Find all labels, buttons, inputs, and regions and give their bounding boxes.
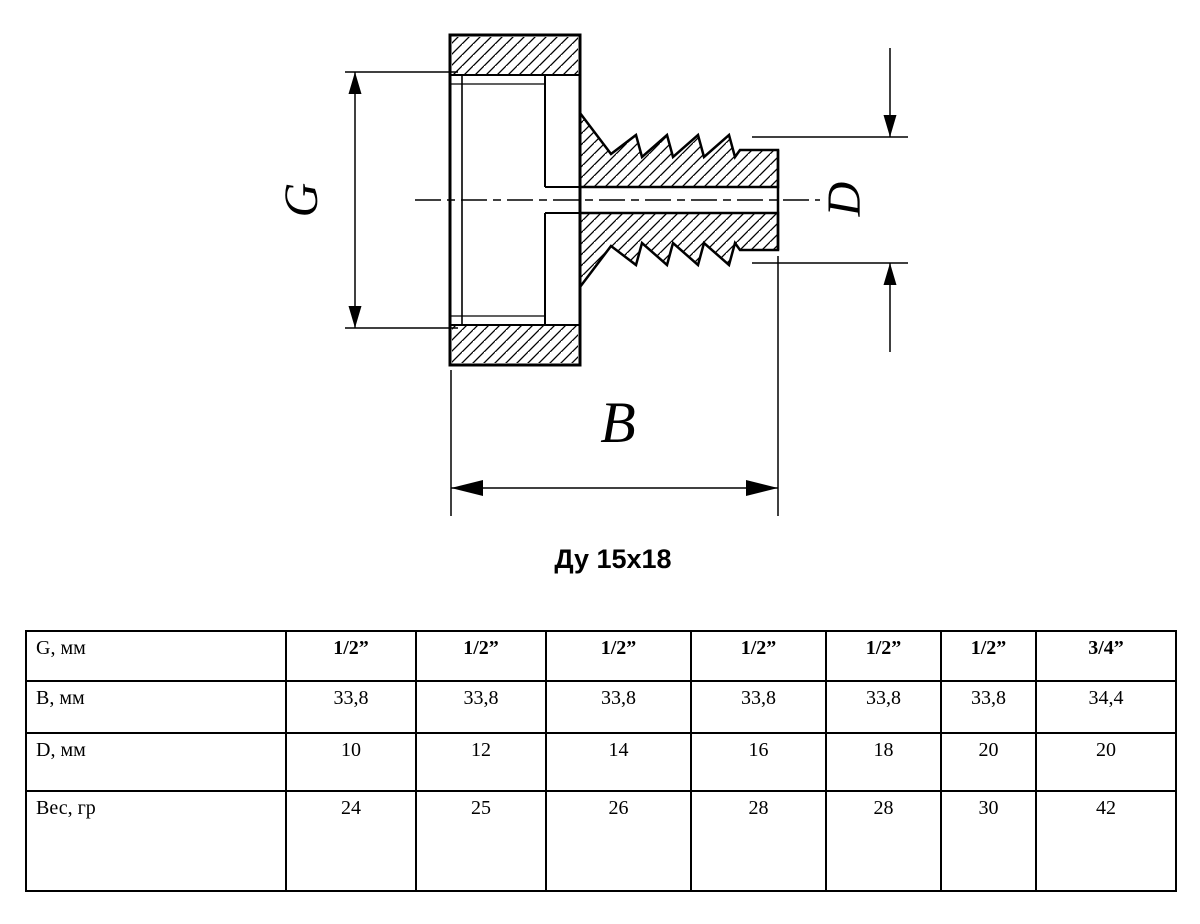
arrowhead: [883, 115, 897, 137]
table-row-g: G, мм 1/2” 1/2” 1/2” 1/2” 1/2” 1/2” 3/4”: [25, 630, 1177, 682]
hatch-top-band: [452, 37, 578, 74]
cell-w-3: 26: [545, 790, 692, 892]
cell-w-7: 42: [1035, 790, 1177, 892]
cell-w-1: 24: [285, 790, 417, 892]
barb-spigot: [545, 109, 780, 291]
cell-w-2: 25: [415, 790, 547, 892]
technical-drawing: G D B Ду 15x18: [275, 33, 908, 574]
cell-b-7: 34,4: [1035, 680, 1177, 734]
arrowhead: [451, 480, 483, 496]
hatch-bottom-band: [452, 326, 578, 363]
cell-b-2: 33,8: [415, 680, 547, 734]
row-label-weight: Вес, гр: [25, 790, 287, 892]
cell-d-2: 12: [415, 732, 547, 792]
cell-b-5: 33,8: [825, 680, 942, 734]
spigot-top-wall: [578, 109, 780, 189]
table-row-weight: Вес, гр 24 25 26 28 28 30 42: [25, 790, 1177, 892]
cell-w-6: 30: [940, 790, 1037, 892]
dimension-d: [752, 48, 908, 352]
cell-g-6: 1/2”: [940, 630, 1037, 682]
cell-d-7: 20: [1035, 732, 1177, 792]
cell-g-2: 1/2”: [415, 630, 547, 682]
dim-label-b: B: [600, 390, 635, 455]
arrowhead: [348, 306, 362, 328]
row-label-d: D, мм: [25, 732, 287, 792]
cell-d-4: 16: [690, 732, 827, 792]
spec-table: G, мм 1/2” 1/2” 1/2” 1/2” 1/2” 1/2” 3/4”…: [25, 630, 1177, 892]
cell-d-1: 10: [285, 732, 417, 792]
cell-w-5: 28: [825, 790, 942, 892]
cell-d-3: 14: [545, 732, 692, 792]
table-row-d: D, мм 10 12 14 16 18 20 20: [25, 732, 1177, 792]
cell-d-5: 18: [825, 732, 942, 792]
cell-g-4: 1/2”: [690, 630, 827, 682]
dim-label-g: G: [275, 183, 328, 218]
cell-b-4: 33,8: [690, 680, 827, 734]
arrowhead: [746, 480, 778, 496]
arrowhead: [883, 263, 897, 285]
table-row-b: B, мм 33,8 33,8 33,8 33,8 33,8 33,8 34,4: [25, 680, 1177, 734]
cell-g-7: 3/4”: [1035, 630, 1177, 682]
cell-b-1: 33,8: [285, 680, 417, 734]
dim-label-d: D: [818, 182, 871, 218]
drawing-caption: Ду 15x18: [554, 544, 671, 574]
row-label-g: G, мм: [25, 630, 287, 682]
cell-w-4: 28: [690, 790, 827, 892]
cell-b-6: 33,8: [940, 680, 1037, 734]
row-label-b: B, мм: [25, 680, 287, 734]
cell-g-3: 1/2”: [545, 630, 692, 682]
cell-g-1: 1/2”: [285, 630, 417, 682]
cell-d-6: 20: [940, 732, 1037, 792]
cap-body: [448, 33, 582, 367]
arrowhead: [348, 72, 362, 94]
dimension-b: [450, 256, 779, 516]
dimension-g: [345, 71, 458, 329]
cell-b-3: 33,8: [545, 680, 692, 734]
cell-g-5: 1/2”: [825, 630, 942, 682]
spigot-bottom-wall: [578, 211, 780, 291]
